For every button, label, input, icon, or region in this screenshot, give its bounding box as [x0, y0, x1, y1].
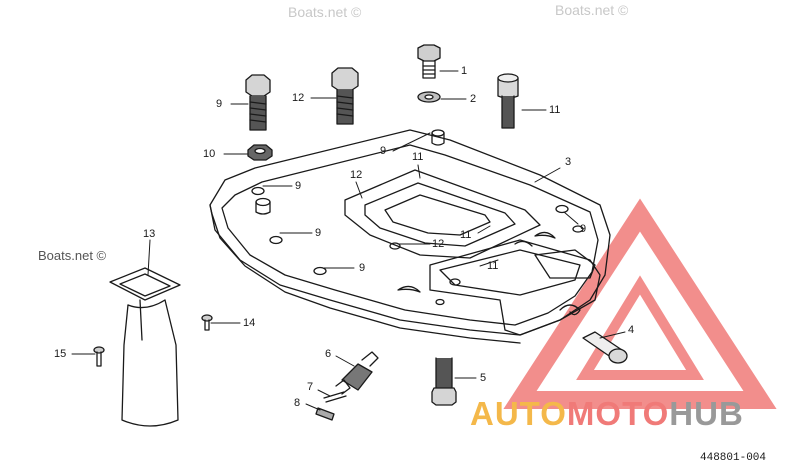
brand-part-3: HUB	[669, 395, 744, 432]
cap-screw-part-11	[497, 73, 519, 129]
bolt-part-4	[559, 304, 628, 364]
callout-15: 15	[54, 348, 67, 360]
callout-11-top: 11	[549, 104, 561, 116]
bolt-part-1	[417, 44, 441, 79]
watermark-boats-top: Boats.net ©	[288, 4, 362, 20]
callout-9-right: 9	[580, 223, 587, 235]
brand-part-1: AUTO	[470, 395, 567, 432]
callout-6: 6	[325, 348, 332, 360]
washer-part-2	[417, 91, 441, 103]
watermark-boats-topright: Boats.net ©	[555, 2, 629, 18]
callout-11-mid: 11	[460, 229, 472, 241]
diagram-part-number: 448801-004	[700, 452, 767, 464]
callout-12-lower: 12	[432, 238, 445, 250]
callout-9-bolt: 9	[216, 98, 223, 110]
bolt-part-12	[331, 67, 359, 125]
callout-8: 8	[294, 397, 301, 409]
callout-9-mid: 9	[315, 227, 322, 239]
callout-1: 1	[461, 65, 468, 77]
fitting-part-6	[335, 351, 379, 395]
callout-9-bottom: 9	[359, 262, 366, 274]
mounting-plate	[209, 129, 611, 344]
leader-lines	[71, 70, 626, 411]
pin-part-8	[315, 407, 335, 421]
callout-10: 10	[203, 148, 216, 160]
nut-part-10	[247, 144, 273, 161]
callout-3: 3	[565, 156, 572, 168]
callout-9-top: 9	[380, 145, 387, 157]
tube-part-13	[109, 267, 181, 427]
callout-13: 13	[143, 228, 156, 240]
callout-11-lower: 11	[487, 260, 499, 272]
callout-4: 4	[628, 324, 635, 336]
screw-part-15	[93, 346, 105, 367]
screw-part-14	[201, 314, 213, 331]
brand-part-2: MOTO	[566, 395, 670, 432]
pin-part-7	[323, 391, 347, 403]
callout-12-frame: 12	[350, 169, 363, 181]
watermark-boats-left: Boats.net ©	[38, 248, 107, 263]
callout-11-center: 11	[412, 151, 424, 163]
triangle-logo-icon	[503, 198, 777, 409]
callout-2: 2	[470, 93, 477, 105]
bolt-part-5	[431, 357, 457, 406]
bolt-part-9	[245, 74, 271, 131]
callout-12-bolt: 12	[292, 92, 305, 104]
automotohub-logo: AUTOMOTOHUB	[470, 395, 744, 433]
callout-5: 5	[480, 372, 487, 384]
callout-14: 14	[243, 317, 256, 329]
callout-9-left: 9	[295, 180, 302, 192]
callout-7: 7	[307, 381, 314, 393]
